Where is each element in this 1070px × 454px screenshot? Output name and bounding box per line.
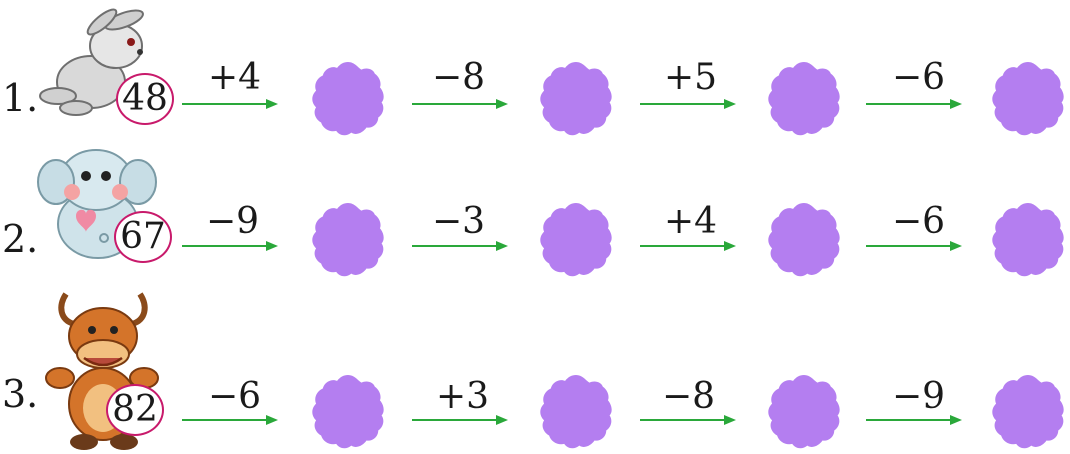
flower-blank[interactable] bbox=[306, 198, 390, 282]
arrow-icon bbox=[182, 414, 278, 426]
exercise-row-1: 1. 48 +4 −8 +5 −6 bbox=[0, 0, 1070, 140]
arrow-icon bbox=[412, 414, 508, 426]
start-number: 67 bbox=[114, 211, 172, 263]
operation-label: +4 bbox=[208, 57, 262, 98]
row-number: 2. bbox=[2, 217, 39, 261]
arrow-icon bbox=[866, 414, 962, 426]
start-number: 48 bbox=[116, 73, 174, 125]
flower-blank[interactable] bbox=[306, 370, 390, 454]
arrow-icon bbox=[412, 240, 508, 252]
operation-label: −6 bbox=[892, 201, 946, 242]
arrow-icon bbox=[640, 98, 736, 110]
operation-label: −8 bbox=[432, 57, 486, 98]
start-number: 82 bbox=[106, 384, 164, 436]
arrow-icon bbox=[866, 240, 962, 252]
flower-blank[interactable] bbox=[306, 57, 390, 141]
flower-blank[interactable] bbox=[762, 370, 846, 454]
arrow-icon bbox=[182, 240, 278, 252]
arrow-icon bbox=[866, 98, 962, 110]
operation-label: −8 bbox=[662, 376, 716, 417]
arrow-icon bbox=[640, 240, 736, 252]
arrow-icon bbox=[182, 98, 278, 110]
rabbit-icon bbox=[39, 8, 144, 116]
operation-label: +3 bbox=[436, 376, 490, 417]
flower-blank[interactable] bbox=[534, 370, 618, 454]
operation-label: −9 bbox=[206, 201, 260, 242]
operation-label: +5 bbox=[664, 57, 718, 98]
flower-blank[interactable] bbox=[986, 198, 1070, 282]
flower-blank[interactable] bbox=[534, 57, 618, 141]
flower-blank[interactable] bbox=[534, 198, 618, 282]
flower-blank[interactable] bbox=[762, 198, 846, 282]
operation-label: −6 bbox=[208, 376, 262, 417]
arrow-icon bbox=[640, 414, 736, 426]
row-number: 1. bbox=[2, 76, 39, 120]
arrow-icon bbox=[412, 98, 508, 110]
operation-label: −3 bbox=[432, 201, 486, 242]
exercise-row-3: 3. 82 −6 +3 −8 −9 bbox=[0, 280, 1070, 452]
operation-label: −6 bbox=[892, 57, 946, 98]
operation-label: −9 bbox=[892, 376, 946, 417]
operation-label: +4 bbox=[664, 201, 718, 242]
flower-blank[interactable] bbox=[986, 57, 1070, 141]
row-number: 3. bbox=[2, 372, 39, 416]
flower-blank[interactable] bbox=[762, 57, 846, 141]
exercise-row-2: 2. 67 −9 −3 +4 −6 bbox=[0, 140, 1070, 280]
flower-blank[interactable] bbox=[986, 370, 1070, 454]
